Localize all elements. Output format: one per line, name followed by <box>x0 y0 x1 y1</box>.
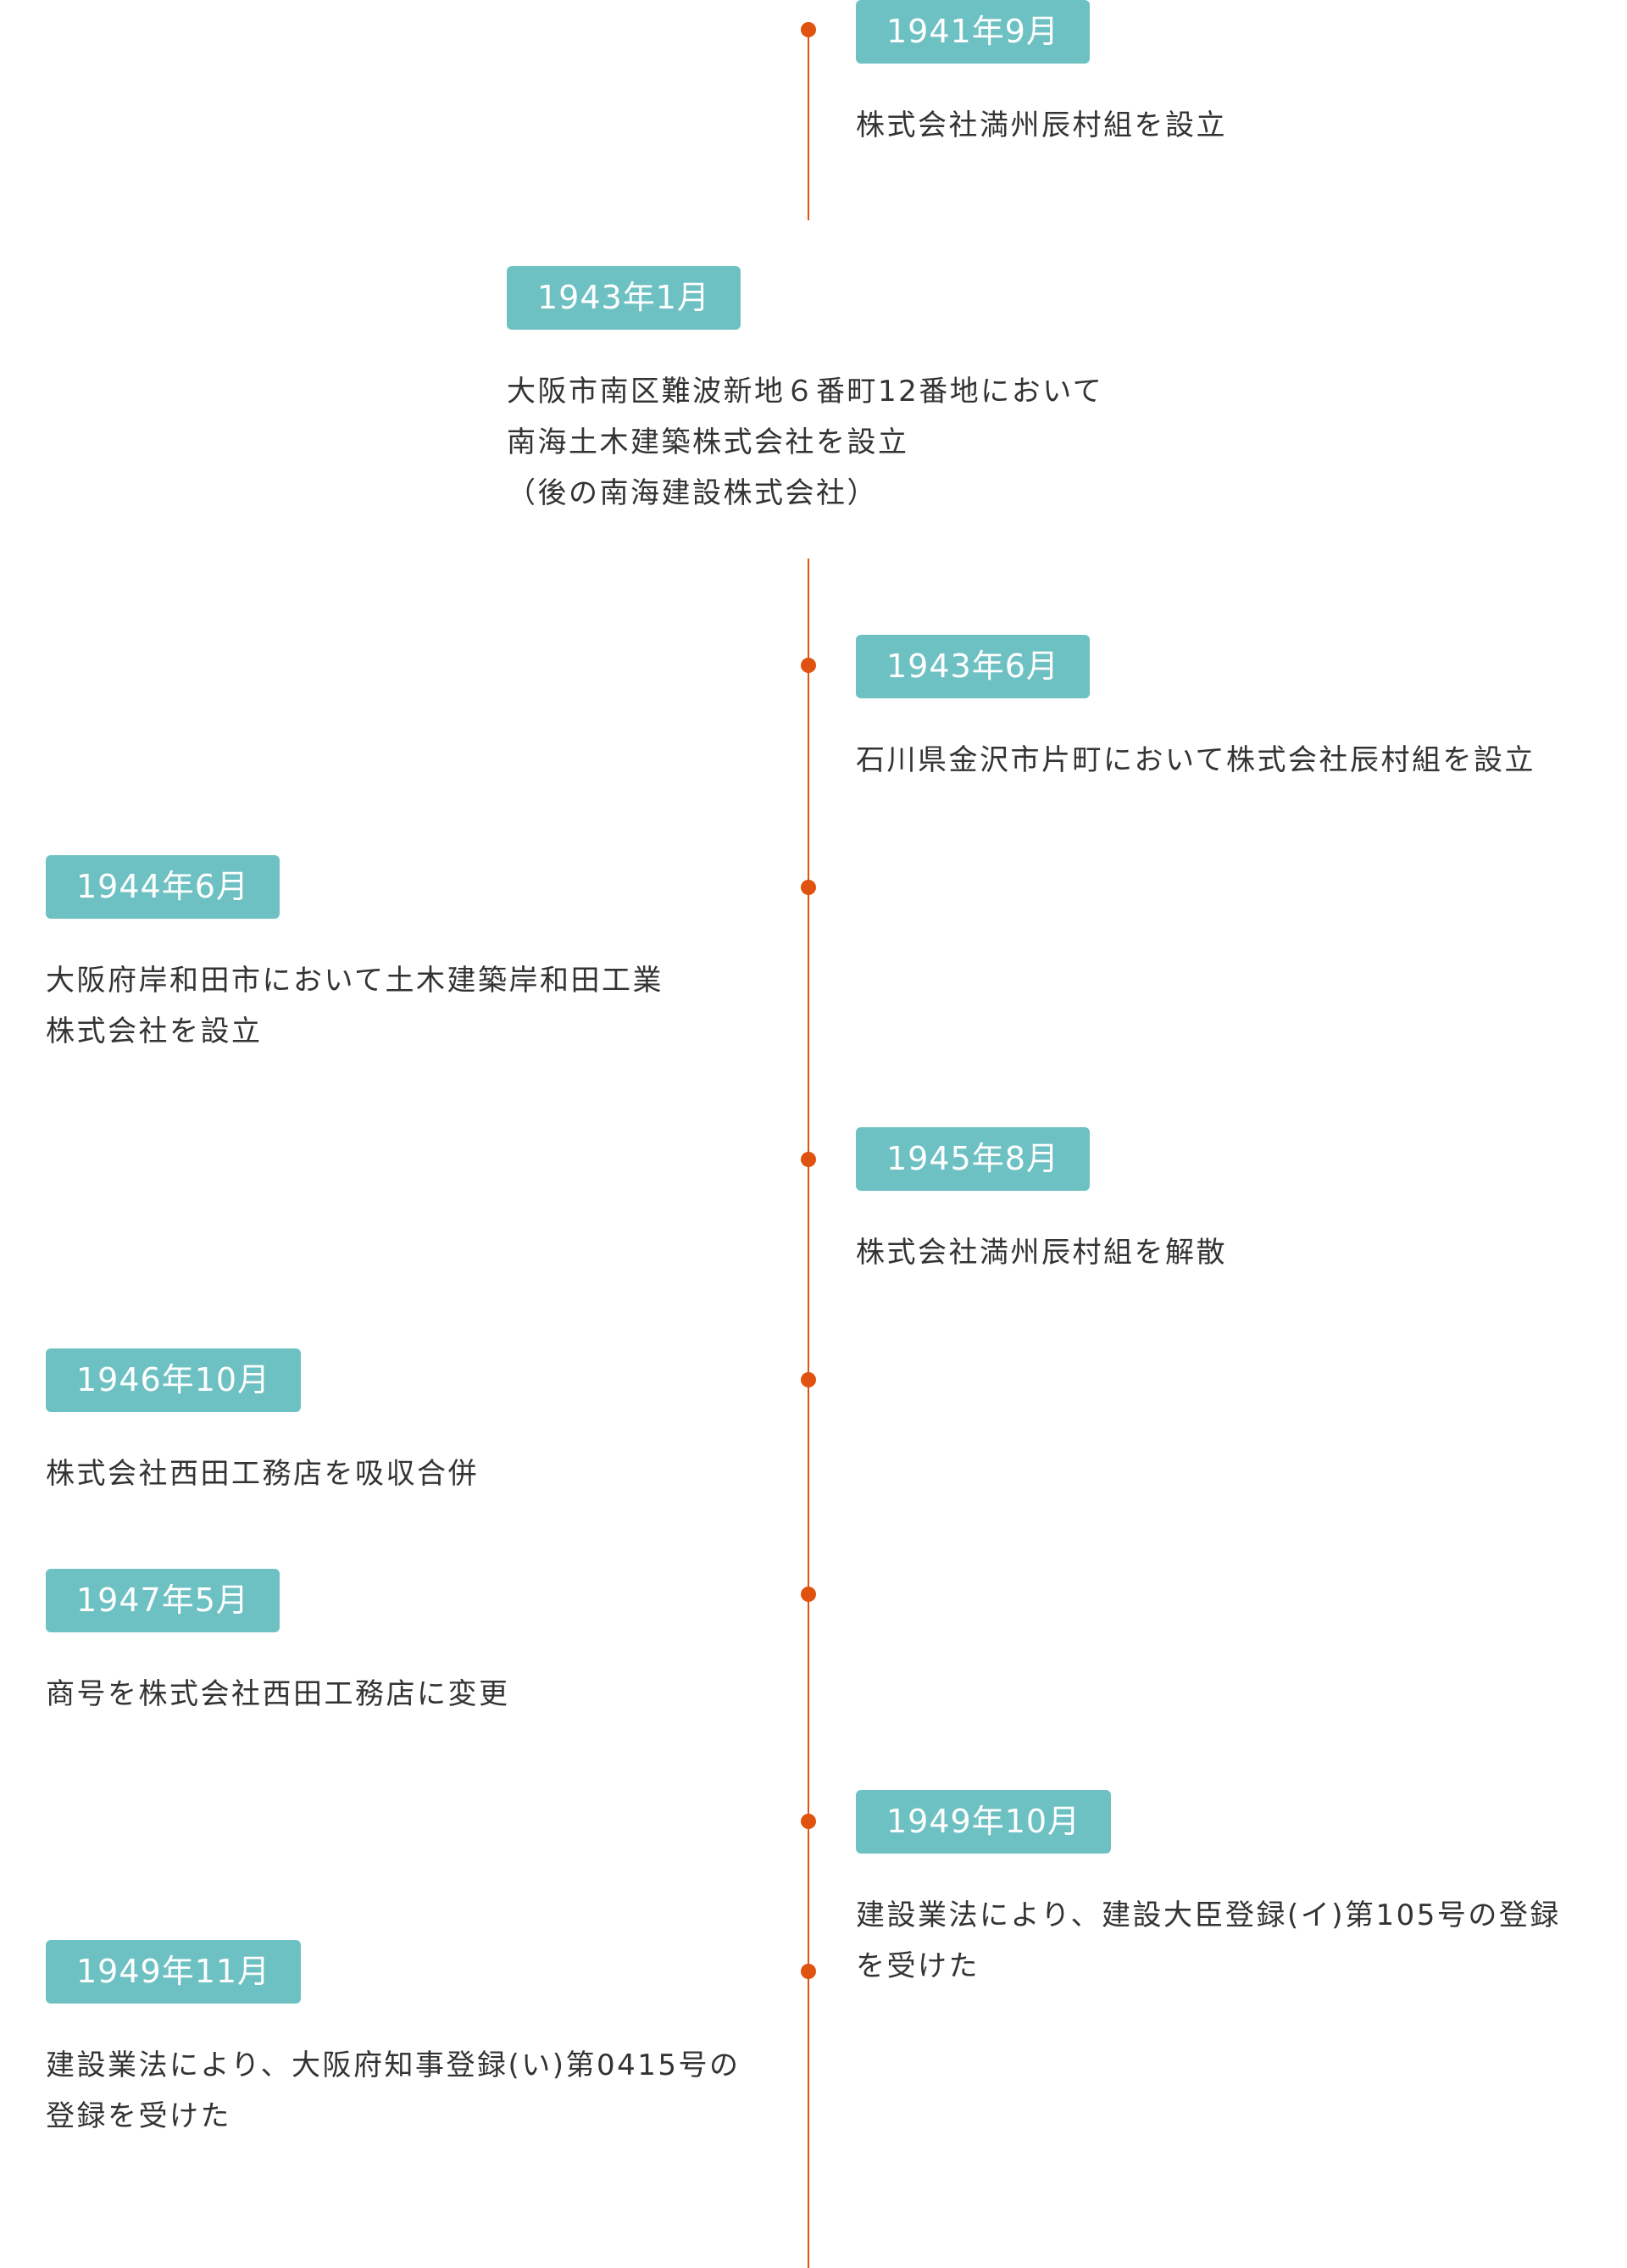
description-line: 南海土木建築株式会社を設立 <box>507 425 909 459</box>
timeline-event: 1943年1月 大阪市南区難波新地６番町12番地において 南海土木建築株式会社を… <box>507 266 1103 519</box>
timeline-event: 1949年11月 建設業法により、大阪府知事登録(い)第0415号の 登録を受け… <box>46 1940 741 2142</box>
timeline-dot <box>801 22 816 37</box>
timeline-event: 1943年6月 石川県金沢市片町において株式会社辰村組を設立 <box>856 635 1535 786</box>
timeline-event: 1944年6月 大阪府岸和田市において土木建築岸和田工業 株式会社を設立 <box>46 855 664 1057</box>
description-line: 登録を受けた <box>46 2099 231 2133</box>
event-description: 建設業法により、建設大臣登録(イ)第105号の登録 を受けた <box>856 1890 1561 1992</box>
timeline-event: 1941年9月 株式会社満州辰村組を設立 <box>856 0 1227 151</box>
description-line: を受けた <box>856 1949 980 1983</box>
event-description: 株式会社西田工務店を吸収合併 <box>46 1448 479 1499</box>
description-line: 株式会社満州辰村組を設立 <box>856 108 1227 142</box>
timeline-dot <box>801 1152 816 1167</box>
timeline-dot <box>801 1814 816 1829</box>
event-description: 建設業法により、大阪府知事登録(い)第0415号の 登録を受けた <box>46 2040 741 2142</box>
timeline-line <box>808 559 809 2268</box>
timeline-event: 1949年10月 建設業法により、建設大臣登録(イ)第105号の登録 を受けた <box>856 1790 1561 1992</box>
description-line: 株式会社満州辰村組を解散 <box>856 1236 1227 1270</box>
timeline-dot <box>801 658 816 673</box>
timeline-dot <box>801 1372 816 1387</box>
date-badge: 1941年9月 <box>856 0 1090 64</box>
timeline-event: 1945年8月 株式会社満州辰村組を解散 <box>856 1127 1227 1278</box>
timeline-line <box>808 29 809 220</box>
timeline-dot <box>801 1587 816 1602</box>
description-line: 株式会社西田工務店を吸収合併 <box>46 1457 479 1491</box>
date-badge: 1943年6月 <box>856 635 1090 698</box>
timeline-dot <box>801 880 816 895</box>
description-line: 大阪府岸和田市において土木建築岸和田工業 <box>46 964 664 998</box>
event-description: 大阪市南区難波新地６番町12番地において 南海土木建築株式会社を設立 （後の南海… <box>507 366 1103 519</box>
description-line: 石川県金沢市片町において株式会社辰村組を設立 <box>856 743 1535 777</box>
timeline-event: 1946年10月 株式会社西田工務店を吸収合併 <box>46 1348 479 1499</box>
date-badge: 1949年10月 <box>856 1790 1112 1854</box>
description-line: （後の南海建設株式会社） <box>507 476 878 510</box>
timeline-dot <box>801 1964 816 1979</box>
event-description: 株式会社満州辰村組を設立 <box>856 100 1227 151</box>
date-badge: 1949年11月 <box>46 1940 302 2004</box>
date-badge: 1944年6月 <box>46 855 280 919</box>
description-line: 建設業法により、建設大臣登録(イ)第105号の登録 <box>856 1898 1561 1932</box>
date-badge: 1946年10月 <box>46 1348 302 1412</box>
description-line: 大阪市南区難波新地６番町12番地において <box>507 375 1104 409</box>
event-description: 大阪府岸和田市において土木建築岸和田工業 株式会社を設立 <box>46 955 664 1057</box>
event-description: 商号を株式会社西田工務店に変更 <box>46 1669 510 1720</box>
date-badge: 1943年1月 <box>507 266 741 330</box>
date-badge: 1947年5月 <box>46 1569 280 1632</box>
description-line: 商号を株式会社西田工務店に変更 <box>46 1677 510 1711</box>
event-description: 石川県金沢市片町において株式会社辰村組を設立 <box>856 735 1535 786</box>
event-description: 株式会社満州辰村組を解散 <box>856 1227 1227 1278</box>
description-line: 建設業法により、大阪府知事登録(い)第0415号の <box>46 2048 741 2082</box>
date-badge: 1945年8月 <box>856 1127 1090 1191</box>
timeline-event: 1947年5月 商号を株式会社西田工務店に変更 <box>46 1569 510 1720</box>
description-line: 株式会社を設立 <box>46 1014 263 1048</box>
